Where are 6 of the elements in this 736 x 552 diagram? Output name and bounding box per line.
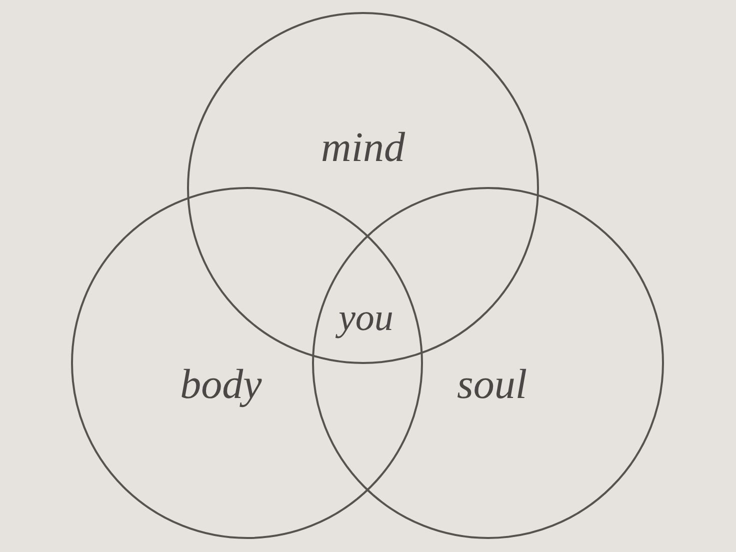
- circle-label: soul: [457, 364, 527, 406]
- circle: [187, 12, 539, 364]
- circle: [71, 187, 423, 539]
- circle: [312, 187, 664, 539]
- circle-label: body: [180, 364, 262, 406]
- circle-label: mind: [321, 127, 405, 169]
